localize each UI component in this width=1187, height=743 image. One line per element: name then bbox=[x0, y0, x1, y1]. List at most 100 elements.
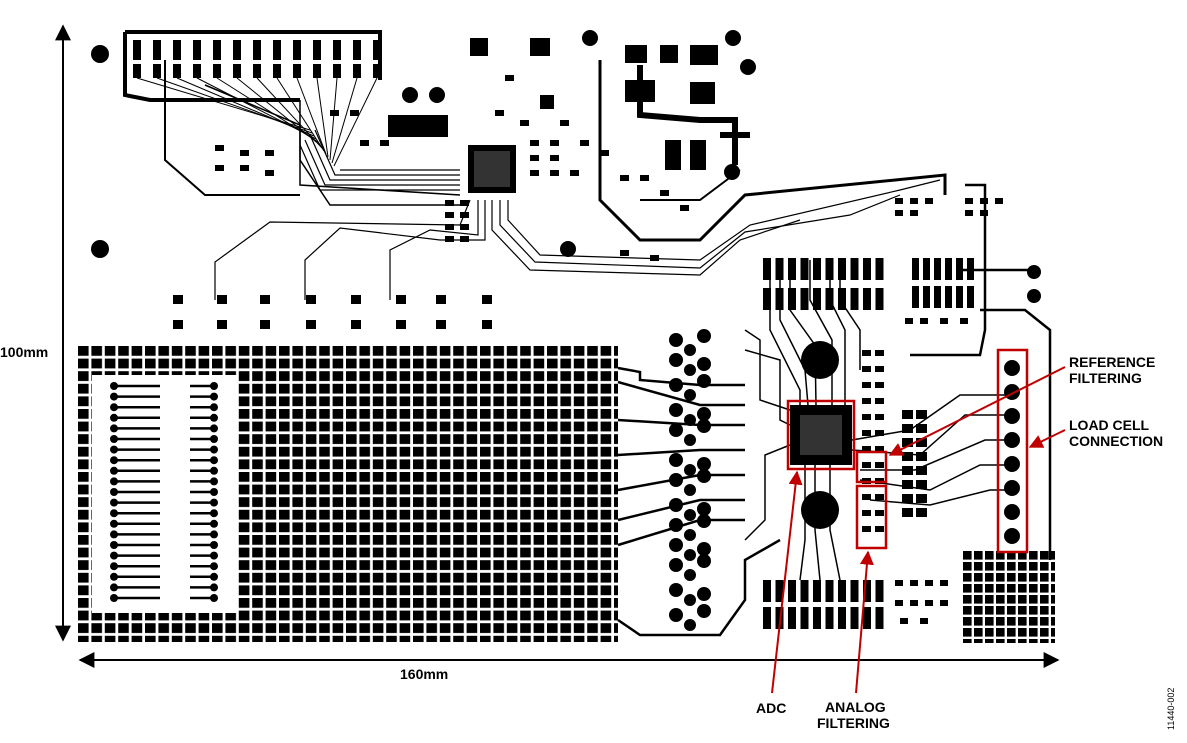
connector-pin bbox=[373, 40, 381, 60]
connector-trace bbox=[256, 77, 323, 149]
load-cell-pad bbox=[1004, 480, 1020, 496]
connector-pin bbox=[923, 258, 930, 280]
connector-trace bbox=[196, 77, 317, 140]
connector-pin bbox=[875, 288, 884, 310]
smd-pad bbox=[445, 212, 454, 218]
connector-pin bbox=[333, 64, 341, 78]
connector-pin bbox=[813, 607, 821, 629]
filter-pad bbox=[875, 510, 884, 516]
filter-pad bbox=[875, 414, 884, 420]
connector-pin bbox=[233, 64, 241, 78]
filter-pad bbox=[875, 462, 884, 468]
connector-pin bbox=[800, 288, 809, 310]
test-pad bbox=[351, 320, 361, 329]
load-cell-pad bbox=[1004, 456, 1020, 472]
smd-pad bbox=[895, 600, 903, 606]
connector-pin bbox=[875, 580, 884, 602]
smd-pad bbox=[460, 200, 469, 206]
smd-pad bbox=[960, 318, 968, 324]
analog-filter-highlight-box bbox=[855, 484, 888, 550]
smd-pad bbox=[940, 580, 948, 586]
smd-pad bbox=[895, 580, 903, 586]
pin-pad bbox=[110, 562, 118, 571]
filter-pad bbox=[875, 350, 884, 356]
smd-pad bbox=[360, 140, 369, 146]
smd-pad bbox=[905, 318, 913, 324]
connector-pin bbox=[850, 580, 859, 602]
smd-pad bbox=[910, 600, 918, 606]
load-cell-connector-pads bbox=[1004, 360, 1020, 544]
mcu-fanout-traces bbox=[214, 129, 941, 300]
connector-pin bbox=[850, 258, 859, 280]
input-pad bbox=[669, 608, 683, 622]
connector-pin bbox=[763, 258, 771, 280]
test-pad bbox=[436, 295, 446, 304]
connector-pin bbox=[353, 64, 361, 78]
smd-pad bbox=[900, 618, 908, 624]
connector-pin bbox=[788, 580, 796, 602]
input-traces bbox=[617, 366, 781, 637]
connector-pin bbox=[293, 40, 301, 60]
mcu-passives bbox=[215, 75, 689, 261]
pin-pad bbox=[210, 572, 218, 581]
connector-pin bbox=[273, 64, 281, 78]
smd-pad bbox=[920, 318, 928, 324]
callout-lines bbox=[771, 366, 1066, 694]
connector-pin bbox=[788, 288, 796, 310]
connector-pin bbox=[838, 607, 846, 629]
input-pad bbox=[697, 329, 711, 343]
test-pad bbox=[173, 320, 183, 329]
input-pad bbox=[697, 542, 711, 556]
filter-pad bbox=[902, 410, 913, 419]
pin-pad bbox=[210, 498, 218, 507]
input-pad bbox=[684, 529, 696, 541]
input-pad bbox=[684, 434, 696, 446]
smd-pad bbox=[940, 600, 948, 606]
smd-pad bbox=[980, 210, 988, 216]
input-pad bbox=[697, 357, 711, 371]
pin-pad bbox=[110, 435, 118, 443]
smd-pad bbox=[445, 236, 454, 242]
connector-pin bbox=[800, 580, 809, 602]
connector-pin bbox=[813, 258, 821, 280]
test-pad bbox=[217, 295, 227, 304]
pin-pad bbox=[110, 541, 118, 549]
pin-pad bbox=[210, 530, 218, 539]
smd-pad bbox=[925, 198, 933, 204]
smd-pad bbox=[265, 170, 274, 176]
connector-pin bbox=[173, 64, 181, 78]
filter-pad bbox=[862, 510, 871, 516]
analog-filter-callout-line bbox=[855, 550, 874, 694]
pin-pad bbox=[210, 392, 218, 401]
filter-pad bbox=[875, 494, 884, 500]
smd-pad bbox=[445, 224, 454, 230]
filter-pad bbox=[875, 366, 884, 372]
input-pad bbox=[697, 554, 711, 568]
input-pad bbox=[684, 464, 696, 476]
pin-pad bbox=[110, 519, 118, 528]
pin-pad bbox=[210, 488, 218, 496]
smd-pad bbox=[530, 140, 539, 146]
connector-pin bbox=[775, 580, 784, 602]
filter-pad bbox=[862, 446, 871, 452]
connector-pin bbox=[153, 64, 161, 78]
height-dimension-label: 100mm bbox=[0, 344, 48, 360]
filter-pad bbox=[916, 438, 927, 447]
filter-pad bbox=[902, 480, 913, 489]
smd-pad bbox=[215, 165, 224, 171]
connector-pin bbox=[213, 64, 221, 78]
connector-pin bbox=[213, 40, 221, 60]
smd-pad bbox=[940, 318, 948, 324]
filter-pad bbox=[916, 466, 927, 475]
smd-pad bbox=[505, 75, 514, 81]
connector-pin bbox=[967, 286, 974, 308]
connector-pin bbox=[850, 288, 859, 310]
input-pad bbox=[684, 364, 696, 376]
test-pad bbox=[173, 295, 183, 304]
pin-pad bbox=[110, 424, 118, 433]
connector-pin bbox=[293, 64, 301, 78]
connector-pin bbox=[253, 40, 261, 60]
filter-pad bbox=[875, 526, 884, 532]
pin-pad bbox=[210, 413, 218, 422]
filter-pad bbox=[862, 494, 871, 500]
